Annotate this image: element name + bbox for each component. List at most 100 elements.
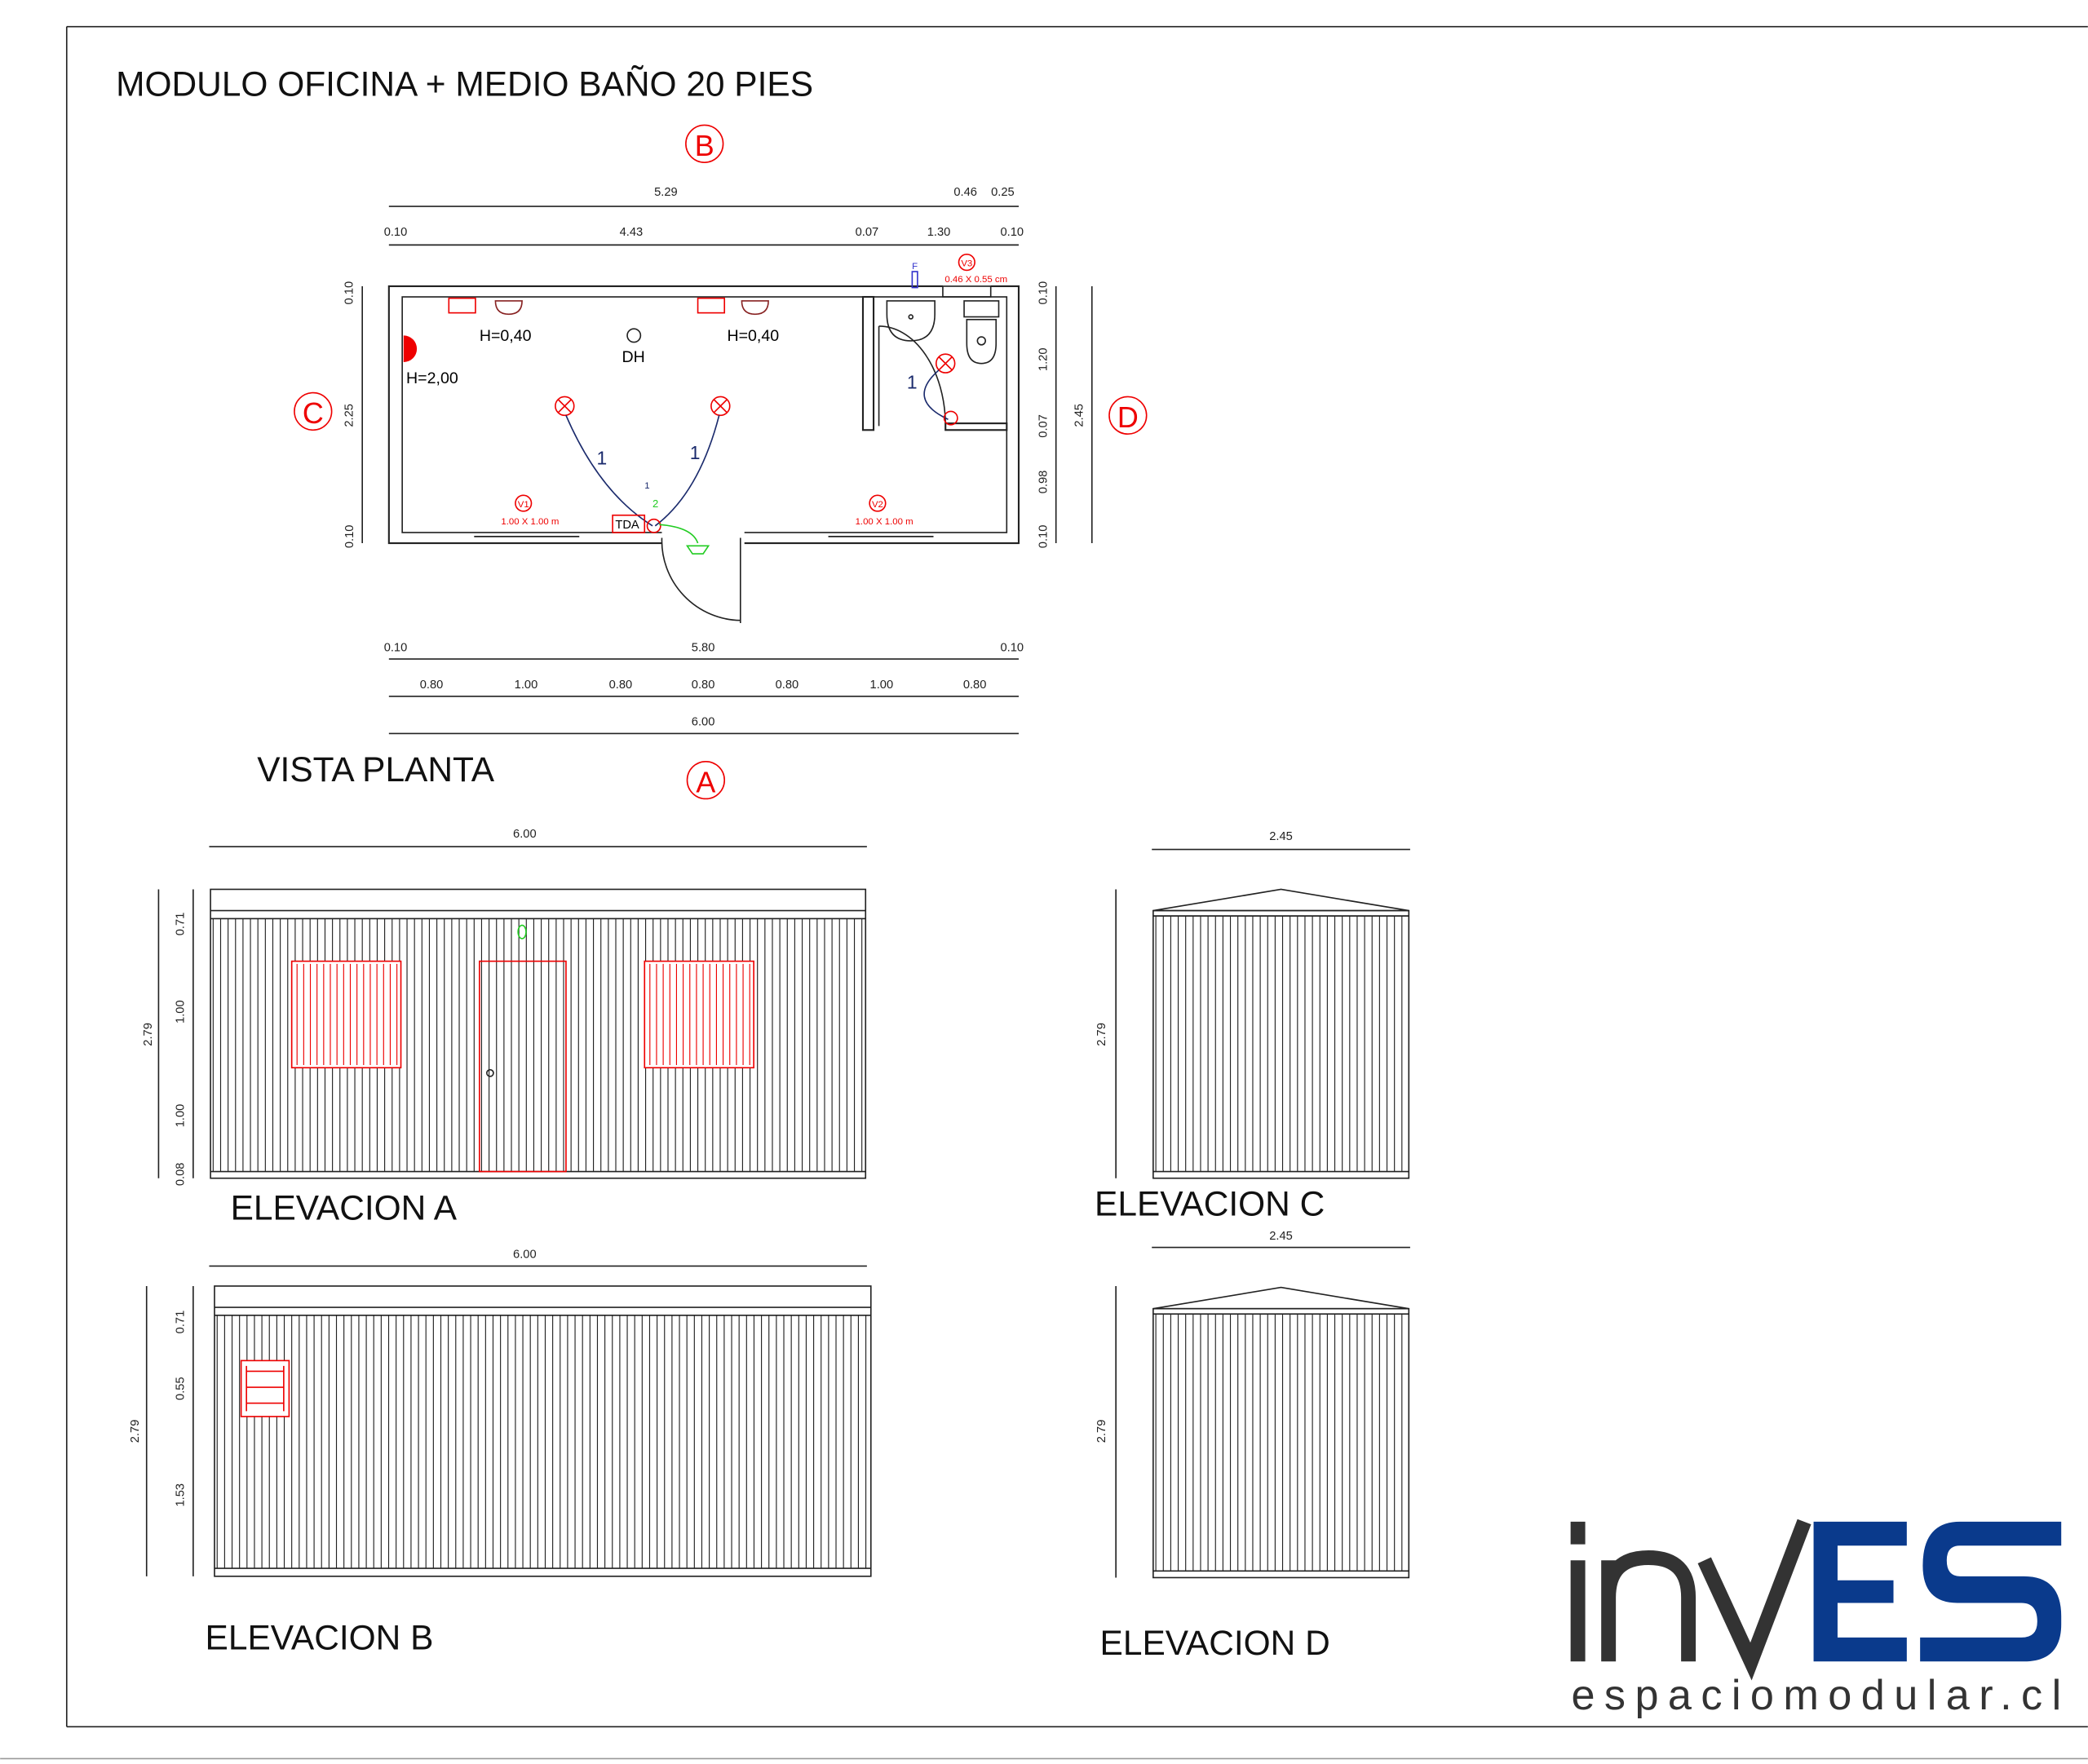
svg-text:2.25: 2.25 [343,404,356,427]
svg-text:1.20: 1.20 [1037,347,1050,371]
svg-text:1.53: 1.53 [174,1483,187,1507]
svg-text:0.80: 0.80 [963,679,987,692]
svg-text:D: D [1117,400,1139,434]
circuit-label: 1 [690,442,701,463]
svg-text:C: C [303,396,324,430]
window-size-v2: 1.00 X 1.00 m [856,517,914,527]
svg-text:1.00: 1.00 [174,1000,187,1023]
svg-text:0.10: 0.10 [1037,525,1050,549]
svg-text:2.45: 2.45 [1073,404,1086,427]
svg-text:0.10: 0.10 [343,525,356,549]
svg-text:0.07: 0.07 [1037,414,1050,438]
logo-es-lettering [1813,1521,2062,1662]
switch-icon [646,518,661,533]
sink-icon [886,300,936,342]
outlet-icon [697,297,726,314]
exterior-light-icon [685,545,710,555]
svg-text:2.79: 2.79 [1095,1420,1108,1443]
elevation-b: 6.00 2.79 0.71 0.55 1.53 [129,1249,872,1577]
circuit-label: 1 [644,481,649,491]
window-bar-group [649,963,750,1065]
svg-text:B: B [695,129,714,162]
svg-text:0.10: 0.10 [1037,281,1050,305]
marker-c: C [294,391,333,431]
svg-text:4.43: 4.43 [620,226,644,239]
marker-d: D [1108,396,1148,435]
outlet-height-right: H=0,40 [727,327,779,345]
svg-text:0.10: 0.10 [343,281,356,305]
switch-icon [943,410,958,426]
window-left [290,960,402,1069]
elevation-a: 6.00 2.79 0.71 1.00 1.00 0.08 [142,828,867,1186]
light-fixture-icon [555,396,575,417]
circuit-label: 1 [596,448,607,469]
exterior-light-icon [517,924,527,939]
tda-label: TDA [615,519,639,532]
light-fixture-icon [935,353,956,374]
heater-icon [403,335,418,363]
dh-label: DH [622,348,645,366]
svg-text:0.71: 0.71 [174,1311,187,1334]
svg-text:0.46: 0.46 [953,186,977,199]
plan-label: VISTA PLANTA [257,750,495,789]
svg-text:5.80: 5.80 [692,641,715,654]
svg-text:6.00: 6.00 [692,716,715,729]
plan-dimensions: 5.29 0.46 0.25 0.10 4.43 0.07 1.30 0.10 … [343,186,1093,735]
window-tag-v3: V3 [961,259,972,268]
faucet-label: F [912,262,918,272]
marker-a: A [686,760,726,800]
siding-line-group [216,1315,867,1569]
elevation-a-label: ELEVACION A [231,1188,458,1227]
tda-panel-icon [612,514,646,533]
logo-inv-lettering [1570,1519,1812,1681]
svg-text:0.10: 0.10 [1001,226,1024,239]
window-size-v3: 0.46 X 0.55 cm [944,275,1007,285]
svg-text:2.79: 2.79 [142,1023,155,1046]
elevation-b-label: ELEVACION B [206,1619,434,1657]
bathroom-window [240,1359,290,1417]
door [479,960,567,1173]
sheet-title: MODULO OFICINA + MEDIO BAÑO 20 PIES [116,65,813,104]
sheet-frame [0,25,2088,1760]
circuit-label-2: 2 [652,497,658,510]
svg-text:0.10: 0.10 [384,226,408,239]
svg-text:0.80: 0.80 [609,679,633,692]
elevation-d-label: ELEVACION D [1100,1624,1330,1662]
elevation-d: 2.45 2.79 [1095,1230,1410,1579]
svg-text:0.10: 0.10 [1001,641,1024,654]
light-fixture-icon [710,396,731,417]
heater-height: H=2,00 [406,369,458,387]
svg-text:0.80: 0.80 [776,679,799,692]
svg-text:0.80: 0.80 [692,679,715,692]
svg-text:6.00: 6.00 [513,828,537,841]
elevation-c-label: ELEVACION C [1095,1184,1325,1222]
window-right [644,960,754,1069]
siding-line-group [1155,916,1403,1172]
svg-text:2.79: 2.79 [129,1420,142,1443]
floor-plan: F H=0,40 H=0,40 DH H=2,00 1 1 1 1 2 TDA … [387,253,1020,623]
svg-text:1.00: 1.00 [174,1104,187,1128]
svg-text:6.00: 6.00 [513,1249,537,1262]
elevation-c: 2.45 2.79 [1095,830,1410,1179]
lamp-icon [741,300,769,316]
svg-text:0.08: 0.08 [174,1163,187,1187]
window-tag-v1: V1 [518,500,529,510]
svg-text:0.25: 0.25 [991,186,1015,199]
siding-line-group [1155,1314,1403,1572]
water-heater-icon [626,328,642,343]
svg-text:5.29: 5.29 [654,186,678,199]
outlet-height-left: H=0,40 [480,327,532,345]
svg-text:2.45: 2.45 [1269,1230,1293,1243]
svg-text:0.10: 0.10 [384,641,408,654]
outlet-icon [448,297,476,314]
svg-text:2.79: 2.79 [1095,1023,1108,1046]
svg-text:1.30: 1.30 [927,226,951,239]
svg-text:2.45: 2.45 [1269,830,1293,843]
svg-text:A: A [696,765,715,798]
svg-text:0.71: 0.71 [174,913,187,936]
window-tag-v2: V2 [872,500,883,510]
svg-text:1.00: 1.00 [870,679,894,692]
door-knob-icon [486,1068,494,1077]
toilet-icon [963,300,1000,365]
